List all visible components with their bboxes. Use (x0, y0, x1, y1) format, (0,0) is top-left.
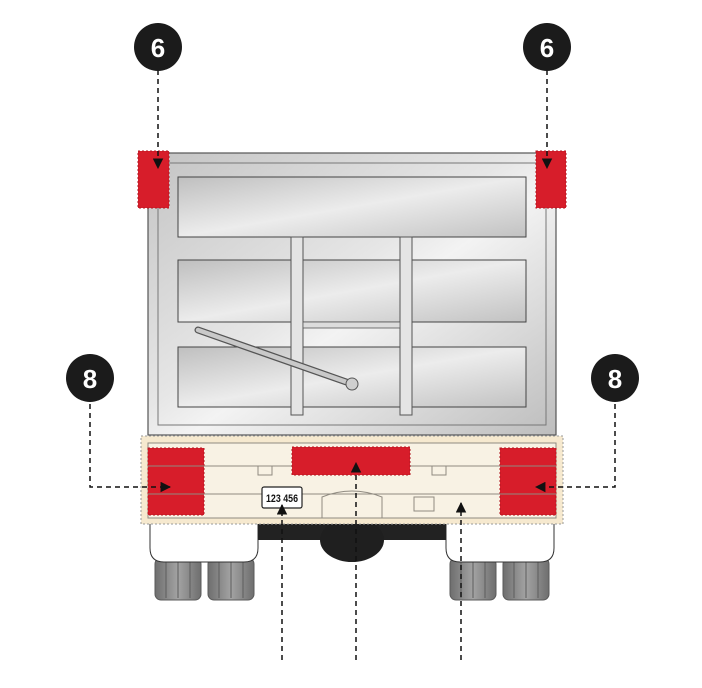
reflectors (137, 150, 567, 516)
tailgate-panel-middle (177, 259, 527, 323)
arrow-icon (534, 395, 616, 493)
tailgate-panel-top (177, 176, 527, 238)
license-plate-number: 123 456 (266, 493, 298, 505)
reflector-lower-right (499, 447, 557, 516)
handle-pivot (345, 377, 359, 391)
tailgate-frame (157, 162, 547, 426)
leader-lines (89, 70, 616, 660)
mud-flap-right (445, 514, 555, 563)
tire-icon (154, 557, 202, 601)
callout-mid-right: 8 (591, 354, 639, 402)
reflector-top-right (535, 150, 567, 209)
tire-icon (502, 557, 550, 601)
rear-tires (154, 557, 550, 601)
cross-bar (302, 321, 401, 329)
reflector-top-left (137, 150, 170, 209)
svg-text:6: 6 (540, 33, 554, 63)
tire-icon (449, 557, 497, 601)
differential (320, 518, 384, 562)
circle-badge-icon (523, 23, 571, 71)
circle-badge-icon (591, 354, 639, 402)
mud-flap-left (149, 514, 259, 563)
svg-text:8: 8 (608, 364, 622, 394)
tire-icon (207, 557, 255, 601)
callout-mid-left: 8 (66, 354, 114, 402)
svg-text:8: 8 (83, 364, 97, 394)
vertical-bar-left (290, 236, 304, 416)
circle-badge-icon (66, 354, 114, 402)
reflector-lower-left (147, 447, 205, 516)
vertical-bar-right (399, 236, 413, 416)
arrow-icon (89, 395, 172, 493)
callout-top-left: 6 (134, 23, 182, 71)
reflector-center (291, 446, 411, 476)
tailgate-panel-bottom (177, 346, 527, 408)
callout-top-right: 6 (523, 23, 571, 71)
circle-badge-icon (134, 23, 182, 71)
svg-text:6: 6 (151, 33, 165, 63)
